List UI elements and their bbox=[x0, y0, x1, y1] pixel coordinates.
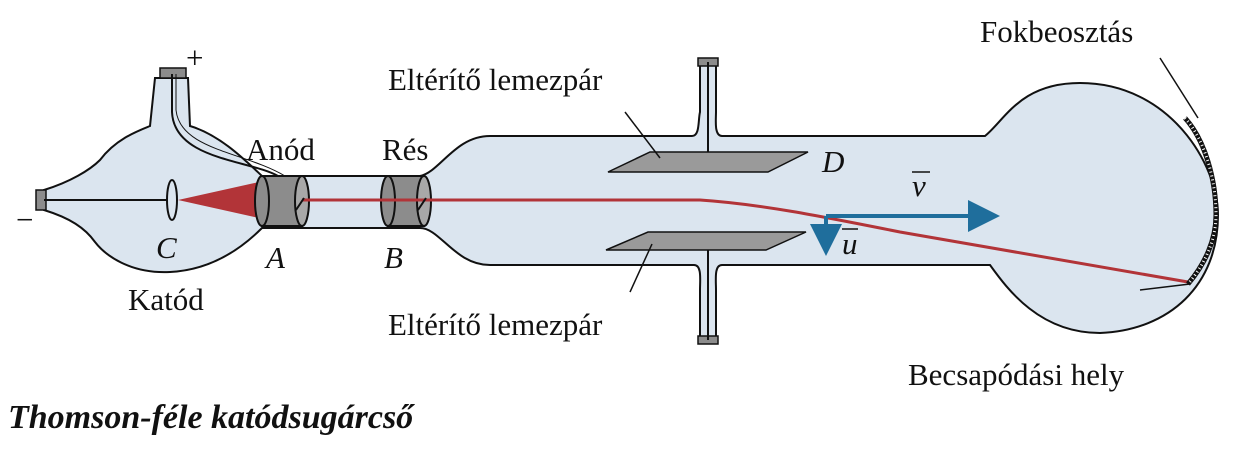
deflector-top-label: Eltérítő lemezpár bbox=[388, 62, 603, 97]
impact-label: Becsapódási hely bbox=[908, 357, 1125, 392]
beam-cone bbox=[178, 180, 268, 220]
beam-inside-anode bbox=[295, 197, 305, 211]
slit-label: Rés bbox=[382, 132, 429, 167]
leader-bottom-plate bbox=[629, 243, 653, 293]
anode-wire-outline bbox=[175, 74, 286, 177]
anode-label: Anód bbox=[246, 132, 315, 167]
plus-sign-label: + bbox=[186, 40, 203, 75]
minus-sign-label: − bbox=[16, 202, 33, 237]
screen-scale bbox=[1183, 116, 1219, 286]
figure-caption: Thomson-féle katódsugárcső bbox=[8, 399, 415, 436]
beam-path bbox=[302, 198, 1189, 284]
leader-scale bbox=[1159, 57, 1199, 119]
scale-label: Fokbeosztás bbox=[980, 14, 1133, 49]
bottom-deflector-plate bbox=[605, 231, 807, 251]
cathode-disc bbox=[166, 179, 178, 221]
deflector-bottom-label: Eltérítő lemezpár bbox=[388, 307, 603, 342]
beam-inside-slit bbox=[417, 197, 427, 211]
leader-impact bbox=[1139, 283, 1191, 291]
cathode-label: Katód bbox=[128, 282, 204, 317]
top-deflector-plate bbox=[607, 151, 809, 173]
anode-wire bbox=[171, 74, 279, 177]
point-a-label: A bbox=[264, 240, 286, 275]
vector-v-label: v bbox=[912, 168, 926, 203]
point-c-label: C bbox=[156, 230, 177, 265]
point-d-label: D bbox=[821, 144, 844, 179]
vector-u-label: u bbox=[842, 226, 858, 261]
leader-top-plate bbox=[624, 111, 661, 159]
point-b-label: B bbox=[384, 240, 403, 275]
